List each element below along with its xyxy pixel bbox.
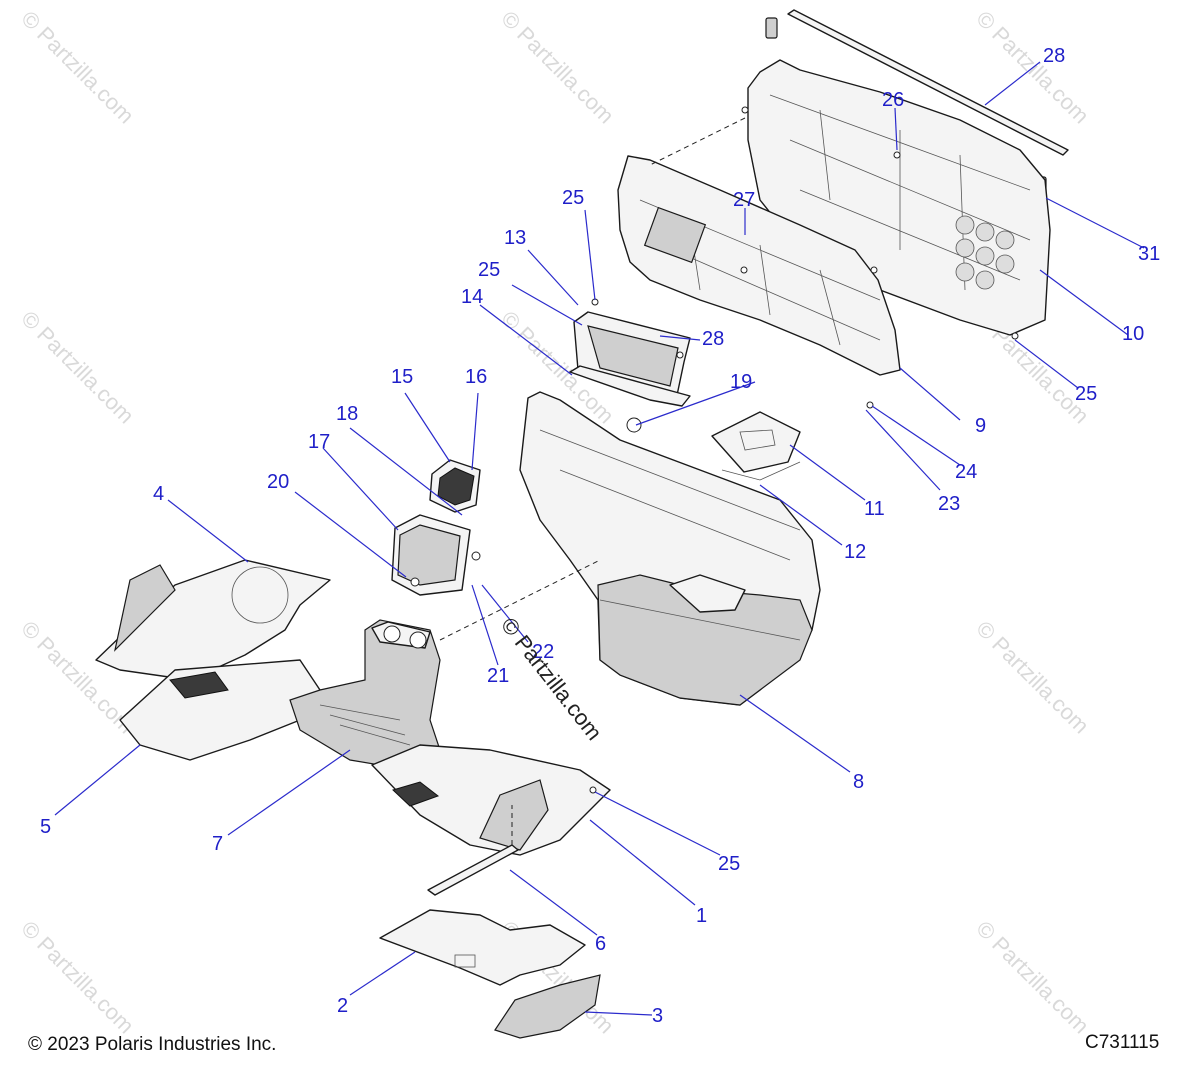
callout-25-right: 25 <box>1075 383 1097 405</box>
tunnel-ribs <box>319 704 411 746</box>
leader-lines <box>54 61 1145 1016</box>
watermark: © Partzilla.com <box>16 916 139 1039</box>
part-2-mat <box>379 909 586 986</box>
plate-detail <box>739 429 776 451</box>
callout-30: 28 <box>1043 45 1065 67</box>
panel-grid <box>955 215 1015 290</box>
firewall-detail <box>639 199 881 346</box>
floor-right-patch <box>392 781 440 807</box>
assembly-line <box>439 559 601 641</box>
callout-6: 6 <box>595 933 606 955</box>
part-6-crossbar <box>427 844 519 896</box>
copyright-notice: © 2023 Polaris Industries Inc. <box>28 1034 277 1055</box>
callout-28: 28 <box>702 328 724 350</box>
callouts: 28 26 27 31 25 13 25 14 28 10 25 9 24 23… <box>40 45 1160 1027</box>
part-31-cap-top <box>765 17 778 39</box>
callout-21: 21 <box>487 665 509 687</box>
callout-18: 18 <box>336 403 358 425</box>
callout-15: 15 <box>391 366 413 388</box>
callout-19: 19 <box>730 371 752 393</box>
fastener-group <box>410 106 1019 794</box>
callout-26: 26 <box>882 89 904 111</box>
part-30-rod <box>787 9 1069 156</box>
part-1-side-wall <box>479 779 549 851</box>
watermark: © Partzilla.com <box>971 916 1094 1039</box>
callout-25-top: 25 <box>562 187 584 209</box>
callout-13: 13 <box>504 227 526 249</box>
part-12-gasket <box>721 461 801 481</box>
part-3-side-piece <box>494 974 601 1039</box>
callout-22: 22 <box>532 641 554 663</box>
callout-5: 5 <box>40 816 51 838</box>
callout-10: 10 <box>1122 323 1144 345</box>
callout-17: 17 <box>308 431 330 453</box>
assembly-line <box>649 117 746 166</box>
watermark: © Partzilla.com <box>16 306 139 429</box>
part-4-side-wall <box>113 564 176 652</box>
callout-20: 20 <box>267 471 289 493</box>
callout-2: 2 <box>337 995 348 1017</box>
callout-12: 12 <box>844 541 866 563</box>
center-watermark: © Partzilla.com <box>496 613 607 745</box>
callout-24: 24 <box>955 461 977 483</box>
callout-1: 1 <box>696 905 707 927</box>
callout-23: 23 <box>938 493 960 515</box>
part-14-gasket <box>569 365 691 407</box>
callout-31: 31 <box>1138 243 1160 265</box>
storage-box-inner <box>587 325 679 387</box>
callout-3: 3 <box>652 1005 663 1027</box>
callout-7: 7 <box>212 833 223 855</box>
watermark: © Partzilla.com <box>496 6 619 129</box>
part-9-firewall <box>617 155 901 376</box>
watermark: © Partzilla.com <box>16 6 139 129</box>
mat-cutout <box>454 954 476 968</box>
firewall-cutout <box>643 206 707 264</box>
part-18-frame <box>397 524 461 586</box>
callout-9: 9 <box>975 415 986 437</box>
part-1-floor-right <box>371 744 611 856</box>
mat-dark-patch <box>169 671 229 699</box>
watermark: © Partzilla.com <box>971 616 1094 739</box>
callout-14: 14 <box>461 286 483 308</box>
console-opening <box>669 574 746 613</box>
callout-29: 27 <box>733 189 755 211</box>
panel-detail <box>769 94 1031 291</box>
part-5-mat-left <box>119 659 321 761</box>
callout-4: 4 <box>153 483 164 505</box>
drawing-code: C731115 <box>1085 1032 1160 1053</box>
callout-16: 16 <box>465 366 487 388</box>
callout-27: 25 <box>478 259 500 281</box>
console-detail <box>539 429 801 641</box>
cupholder <box>383 625 401 643</box>
callout-11: 11 <box>864 498 885 520</box>
callout-25-bottom: 25 <box>718 853 740 875</box>
part-19-grommet <box>626 417 642 433</box>
floor-pattern <box>231 566 289 624</box>
callout-8: 8 <box>853 771 864 793</box>
part-11-plate <box>711 411 801 473</box>
cupholder <box>409 631 427 649</box>
